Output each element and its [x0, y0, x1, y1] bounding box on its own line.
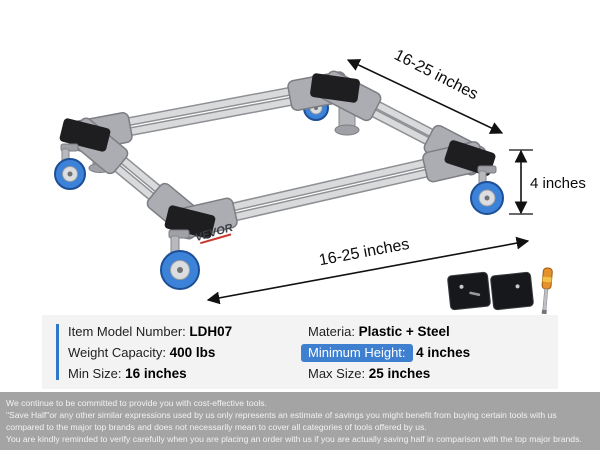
caster-wheel	[470, 165, 504, 215]
dimension-bottom-label: 16-25 inches	[318, 236, 411, 269]
disclaimer-line: compared to the major top brands and doe…	[6, 422, 427, 433]
caster-wheel	[160, 229, 200, 290]
spec-label: Min Size:	[68, 366, 122, 381]
anti-slip-pad	[490, 271, 534, 311]
spec-row: Item Model Number: LDH07	[68, 324, 232, 339]
spec-label: Weight Capacity:	[68, 345, 167, 360]
spec-panel: Item Model Number: LDH07 Weight Capacity…	[42, 315, 558, 389]
anti-slip-pad	[447, 271, 491, 311]
spec-column-right: Materia: Plastic + Steel Minimum Height:…	[301, 324, 471, 381]
dimension-arrow	[206, 236, 530, 305]
spec-value: LDH07	[189, 324, 233, 339]
spec-row: Materia: Plastic + Steel	[308, 324, 470, 339]
spec-value: 16 inches	[125, 366, 187, 381]
dimension-arrow	[346, 59, 504, 134]
dimension-right: 4 inches	[509, 149, 586, 215]
spec-value: 25 inches	[368, 366, 431, 381]
accent-bar	[56, 324, 59, 380]
dimension-right-label: 4 inches	[530, 175, 586, 192]
frame-rails	[77, 78, 477, 232]
corner-bracket	[59, 112, 133, 175]
spec-row: Max Size: 25 inches	[308, 366, 470, 381]
spec-label: Max Size:	[308, 366, 366, 381]
screwdriver-icon	[541, 267, 553, 315]
product-illustration: VEVOR 16-25 inches 4 inches 16-25 inches	[54, 47, 586, 315]
caster-wheel	[54, 143, 86, 190]
corner-bracket	[287, 70, 382, 122]
spec-row: Min Size: 16 inches	[68, 366, 232, 381]
spec-value: 4 inches	[416, 345, 471, 360]
spec-row: Minimum Height: 4 inches	[301, 344, 471, 362]
dimension-top-label: 16-25 inches	[391, 47, 480, 104]
disclaimer-line: We continue to be committed to provide y…	[6, 398, 267, 408]
spec-label: Item Model Number:	[68, 324, 186, 339]
spec-column-left: Item Model Number: LDH07 Weight Capacity…	[68, 324, 232, 381]
spec-value: 400 lbs	[169, 345, 216, 360]
disclaimer: We continue to be committed to provide y…	[0, 392, 600, 450]
product-image-area: VEVOR 16-25 inches 4 inches 16-25 inches	[54, 47, 586, 315]
spec-label-highlighted: Minimum Height:	[301, 344, 413, 362]
spec-label: Materia:	[308, 324, 355, 339]
disclaimer-line: "Save Half"or any other similar expressi…	[6, 410, 557, 421]
disclaimer-line: You are kindly reminded to verify carefu…	[6, 434, 582, 445]
spec-value: Plastic + Steel	[358, 324, 450, 339]
spec-row: Weight Capacity: 400 lbs	[68, 345, 232, 360]
